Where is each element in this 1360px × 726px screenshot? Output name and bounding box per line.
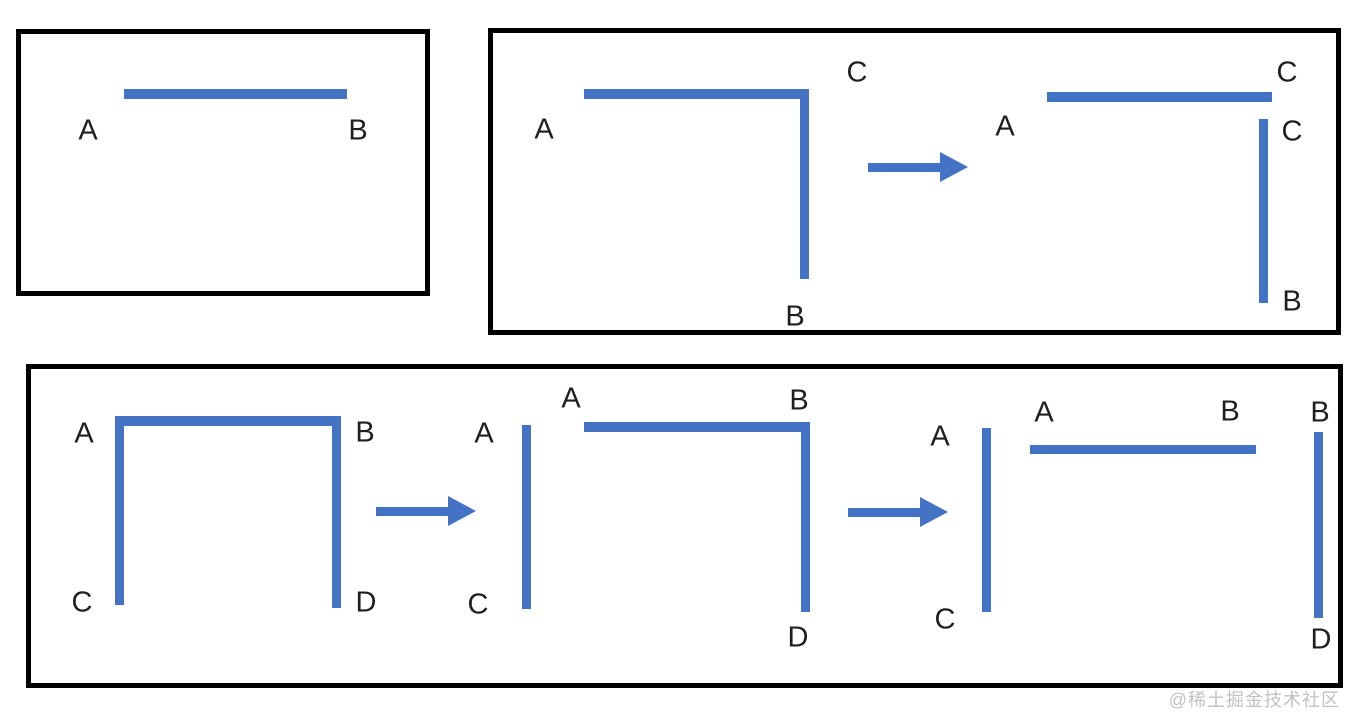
transform-arrow-1: [868, 152, 968, 182]
endpoint-label-a-vertical: A: [930, 420, 950, 453]
segment-bd-vertical: [332, 419, 341, 608]
segment-ac-vertical: [115, 416, 124, 605]
segment-bd-vertical: [1314, 432, 1323, 618]
arrow-shaft: [868, 162, 940, 172]
segment-cb-vertical: [1259, 119, 1268, 303]
corner-label-a: A: [74, 417, 94, 450]
endpoint-label-a: A: [995, 110, 1015, 143]
endpoint-label-c-top: C: [1276, 56, 1298, 89]
segment-ab: [124, 89, 347, 99]
endpoint-label-b: B: [785, 300, 805, 333]
arrow-head-icon: [920, 497, 948, 527]
panel-2-frame: [488, 28, 1341, 335]
corner-label-b: B: [789, 384, 809, 417]
endpoint-label-a: A: [561, 382, 581, 415]
endpoint-label-a: A: [1034, 396, 1054, 429]
endpoint-label-a: A: [78, 114, 98, 147]
endpoint-label-d: D: [355, 586, 377, 619]
endpoint-label-c: C: [71, 586, 93, 619]
corner-label-c: C: [846, 56, 868, 89]
segment-ac-vertical: [522, 425, 531, 609]
transform-arrow-3: [848, 497, 948, 527]
arrow-head-icon: [940, 152, 968, 182]
segment-bd-vertical: [801, 422, 810, 612]
endpoint-label-b: B: [1282, 285, 1302, 318]
segment-cb-vertical: [800, 89, 809, 279]
endpoint-label-c-vertical: C: [467, 588, 489, 621]
segment-ab-horizontal: [584, 422, 808, 432]
endpoint-label-a: A: [534, 113, 554, 146]
endpoint-label-d: D: [1310, 623, 1332, 656]
panel-3-frame: [26, 364, 1343, 688]
segment-ac-horizontal: [584, 89, 808, 99]
endpoint-label-b: B: [348, 114, 368, 147]
segment-ab-horizontal: [115, 416, 341, 426]
panel-1-frame: [16, 29, 430, 296]
transform-arrow-2: [376, 496, 476, 526]
endpoint-label-d: D: [787, 621, 809, 654]
corner-label-b: B: [355, 416, 375, 449]
segment-ac-vertical: [982, 428, 991, 612]
endpoint-label-c-side: C: [1281, 115, 1303, 148]
segment-ac-horizontal: [1047, 92, 1272, 102]
arrow-shaft: [376, 506, 448, 516]
arrow-head-icon: [448, 496, 476, 526]
endpoint-label-b: B: [1220, 395, 1240, 428]
endpoint-label-a-vertical: A: [474, 417, 494, 450]
endpoint-label-b-vertical: B: [1310, 396, 1330, 429]
arrow-shaft: [848, 507, 920, 517]
segment-ab-horizontal: [1030, 445, 1256, 454]
watermark-text: @稀土掘金技术社区: [1168, 690, 1340, 710]
endpoint-label-c-vertical: C: [934, 603, 956, 636]
